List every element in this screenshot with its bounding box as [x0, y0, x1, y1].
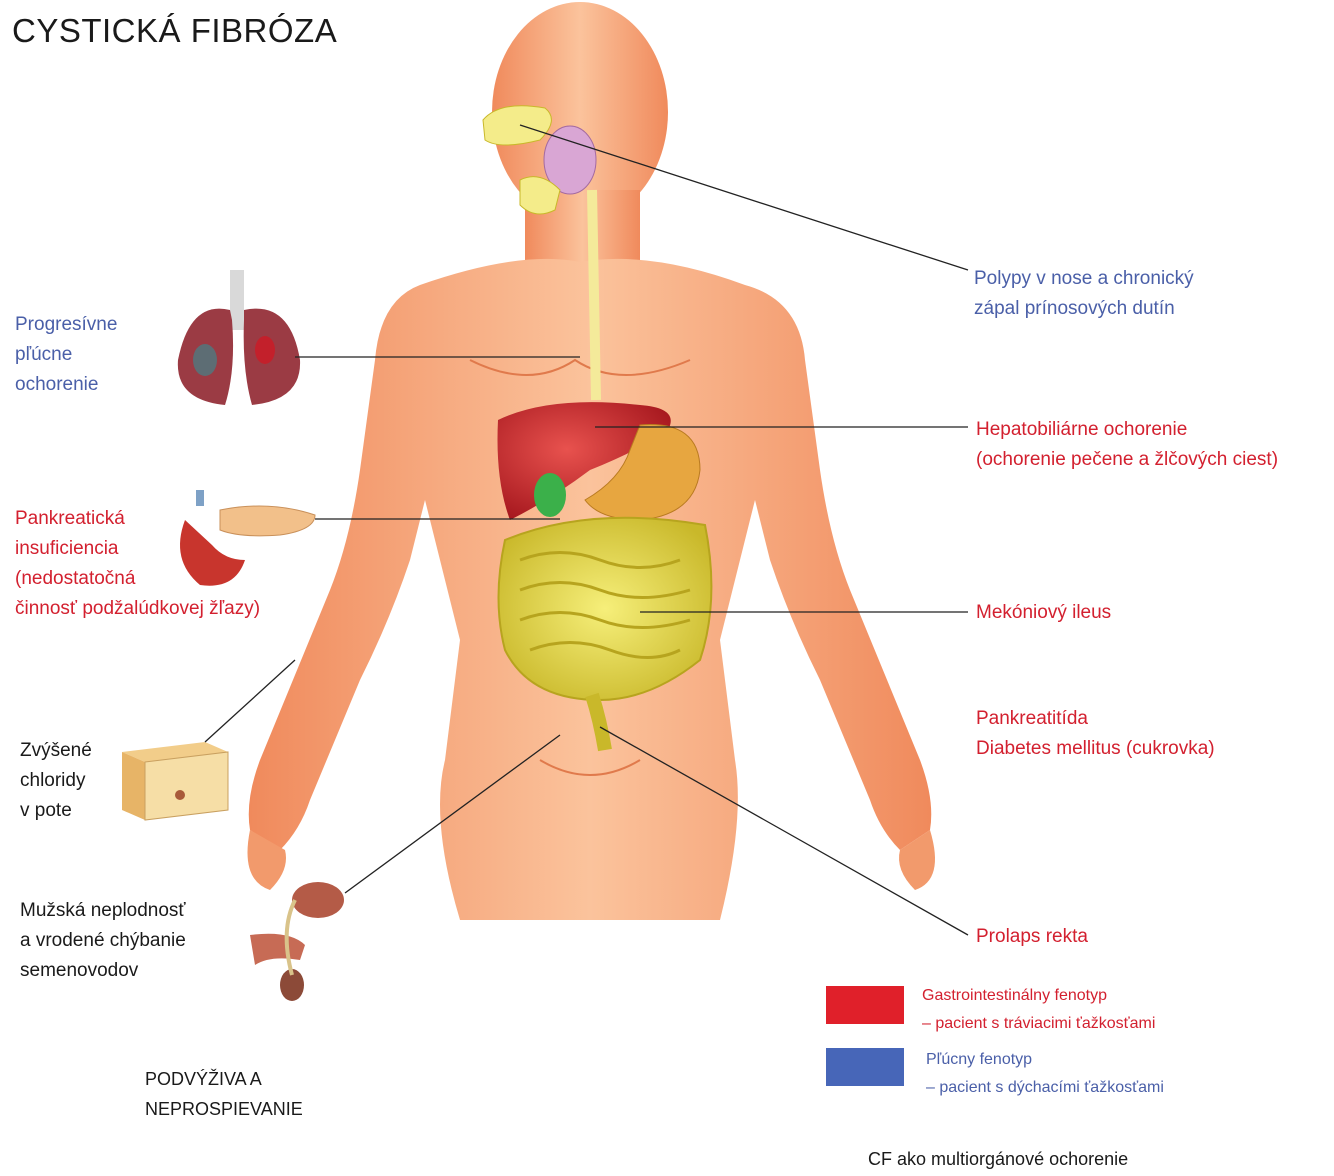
esophagus	[592, 190, 596, 400]
label-line: a vrodené chýbanie	[20, 926, 186, 956]
legend-item-pulmonary: Pľúcny fenotyp – pacient s dýchacími ťaž…	[926, 1046, 1164, 1102]
label-pancreatic-insufficiency: Pankreatická insuficiencia (nedostatočná…	[15, 504, 260, 624]
label-line: Pankreatitída	[976, 704, 1215, 734]
male-reproductive-icon	[250, 882, 344, 1001]
label-line: PODVÝŽIVA A	[145, 1064, 303, 1094]
label-line: zápal prínosových dutín	[974, 294, 1194, 324]
label-line: semenovodov	[20, 956, 186, 986]
label-nose: Polypy v nose a chronický zápal prínosov…	[974, 264, 1194, 324]
label-sweat-chlorides: Zvýšené chloridy v pote	[20, 736, 92, 826]
label-line: činnosť podžalúdkovej žľazy)	[15, 594, 260, 624]
legend-line: – pacient s dýchacími ťažkosťami	[926, 1074, 1164, 1102]
label-line: Polypy v nose a chronický	[974, 264, 1194, 294]
label-line: Diabetes mellitus (cukrovka)	[976, 734, 1215, 764]
skin-layer-icon	[122, 742, 228, 820]
label-line: Prolaps rekta	[976, 922, 1088, 952]
legend-line: – pacient s tráviacimi ťažkosťami	[922, 1010, 1155, 1038]
label-line: Pankreatická	[15, 504, 260, 534]
label-male-infertility: Mužská neplodnosť a vrodené chýbanie sem…	[20, 896, 186, 986]
label-meconium-ileus: Mekóniový ileus	[976, 598, 1111, 628]
gallbladder-organ	[534, 473, 566, 517]
label-line: insuficiencia	[15, 534, 260, 564]
label-malnutrition: PODVÝŽIVA A NEPROSPIEVANIE	[145, 1064, 303, 1124]
label-line: Hepatobiliárne ochorenie	[976, 415, 1278, 445]
page-title: CYSTICKÁ FIBRÓZA	[12, 12, 337, 50]
label-rectal-prolapse: Prolaps rekta	[976, 922, 1088, 952]
label-lungs: Progresívne pľúcne ochorenie	[15, 310, 117, 400]
label-line: Zvýšené	[20, 736, 92, 766]
caption: CF ako multiorgánové ochorenie	[868, 1144, 1128, 1174]
label-line: NEPROSPIEVANIE	[145, 1094, 303, 1124]
label-line: Progresívne	[15, 310, 117, 340]
legend-item-gastrointestinal: Gastrointestinálny fenotyp – pacient s t…	[922, 982, 1155, 1038]
label-line: (ochorenie pečene a žlčových ciest)	[976, 445, 1278, 475]
label-line: chloridy	[20, 766, 92, 796]
lungs-icon	[178, 270, 300, 405]
label-pancreatitis: Pankreatitída Diabetes mellitus (cukrovk…	[976, 704, 1215, 764]
label-line: Mužská neplodnosť	[20, 896, 186, 926]
label-liver: Hepatobiliárne ochorenie (ochorenie peče…	[976, 415, 1278, 475]
label-line: v pote	[20, 796, 92, 826]
legend-swatch-gastrointestinal	[826, 986, 904, 1024]
legend-line: Pľúcny fenotyp	[926, 1046, 1164, 1074]
label-line: ochorenie	[15, 370, 117, 400]
legend-line: Gastrointestinálny fenotyp	[922, 982, 1155, 1010]
label-line: (nedostatočná	[15, 564, 260, 594]
label-line: Mekóniový ileus	[976, 598, 1111, 628]
label-line: pľúcne	[15, 340, 117, 370]
legend-swatch-pulmonary	[826, 1048, 904, 1086]
